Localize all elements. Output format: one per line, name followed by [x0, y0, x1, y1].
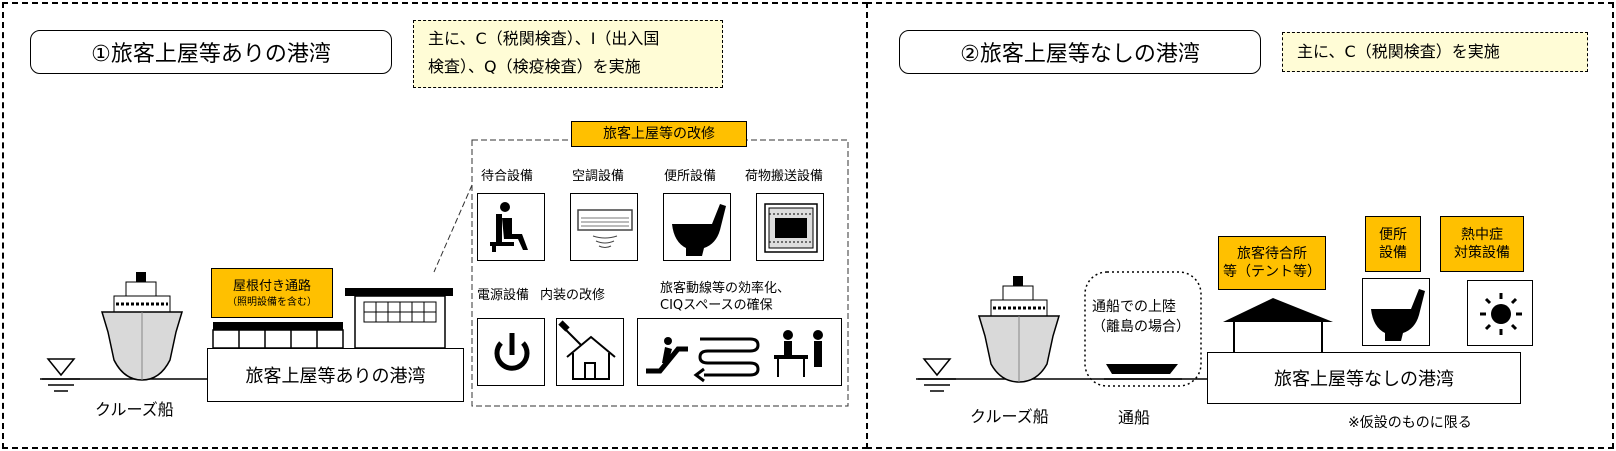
- tender-landing-line2: （離島の場合）: [1092, 319, 1190, 335]
- left-note-line1: 主に、C（税関検査）、I（出入国: [428, 29, 660, 48]
- right-ship-label: クルーズ船: [970, 407, 1049, 426]
- heatstroke-measures-line2: 対策設備: [1454, 245, 1510, 261]
- right-panel-title: ②旅客上屋等なしの港湾: [899, 30, 1261, 74]
- power-icon: [477, 318, 545, 386]
- passenger-flow-icon: [637, 318, 842, 386]
- waiting-seat-icon: [477, 193, 545, 261]
- roofed-walkway-title: 屋根付き通路: [232, 278, 311, 294]
- flow-efficiency-caption-line1: 旅客動線等の効率化、: [660, 281, 791, 296]
- left-cruise-ship-icon: [100, 272, 184, 381]
- right-cruise-ship-icon: [977, 276, 1061, 383]
- roofed-walkway-subtitle: （照明設備を含む）: [227, 296, 317, 308]
- temporary-toilet-line1: 便所: [1379, 227, 1407, 243]
- right-note-box: 主に、C（税関検査）を実施: [1282, 32, 1588, 72]
- baggage-facility-caption: 荷物搬送設備: [745, 169, 824, 184]
- temporary-toilet-line2: 設備: [1379, 245, 1407, 261]
- flow-efficiency-caption-line2: CIQスペースの確保: [660, 298, 773, 313]
- temporary-only-footnote: ※仮設のものに限る: [1348, 415, 1472, 431]
- tender-landing-line1: 通船での上陸: [1092, 299, 1176, 315]
- right-port-block: 旅客上屋等なしの港湾: [1207, 352, 1521, 404]
- left-ship-label: クルーズ船: [95, 400, 174, 419]
- heatstroke-measures-label: 熱中症 対策設備: [1440, 216, 1524, 272]
- toilet-icon: [663, 193, 731, 261]
- left-panel-title: ①旅客上屋等ありの港湾: [30, 30, 392, 74]
- right-panel: [866, 2, 1614, 449]
- interior-renovation-caption: 内装の改修: [540, 288, 606, 303]
- aircon-facility-caption: 空調設備: [572, 169, 625, 184]
- baggage-conveyor-icon: [756, 193, 824, 261]
- waiting-area-line1: 旅客待合所: [1237, 246, 1307, 262]
- heatstroke-measures-line1: 熱中症: [1461, 227, 1503, 243]
- left-port-block: 旅客上屋等ありの港湾: [207, 348, 464, 402]
- temporary-toilet-icon: [1362, 278, 1430, 346]
- toilet-facility-caption: 便所設備: [664, 169, 717, 184]
- sun-icon: [1467, 280, 1533, 346]
- house-hammer-icon: [556, 318, 624, 386]
- roofed-walkway-label: 屋根付き通路 （照明設備を含む）: [211, 268, 333, 318]
- waiting-facility-caption: 待合設備: [481, 169, 534, 184]
- renovation-title-label: 旅客上屋等の改修: [571, 121, 747, 147]
- waiting-area-label: 旅客待合所 等（テント等）: [1218, 236, 1326, 290]
- power-facility-caption: 電源設備: [477, 288, 530, 303]
- waiting-area-line2: 等（テント等）: [1223, 264, 1321, 280]
- left-note-line2: 検査）、Q（検疫検査）を実施: [428, 57, 641, 76]
- tender-boat-label: 通船: [1118, 408, 1151, 427]
- aircon-icon: [570, 193, 638, 261]
- left-note-box: 主に、C（税関検査）、I（出入国 検査）、Q（検疫検査）を実施: [413, 20, 723, 88]
- temporary-toilet-label: 便所 設備: [1365, 216, 1421, 272]
